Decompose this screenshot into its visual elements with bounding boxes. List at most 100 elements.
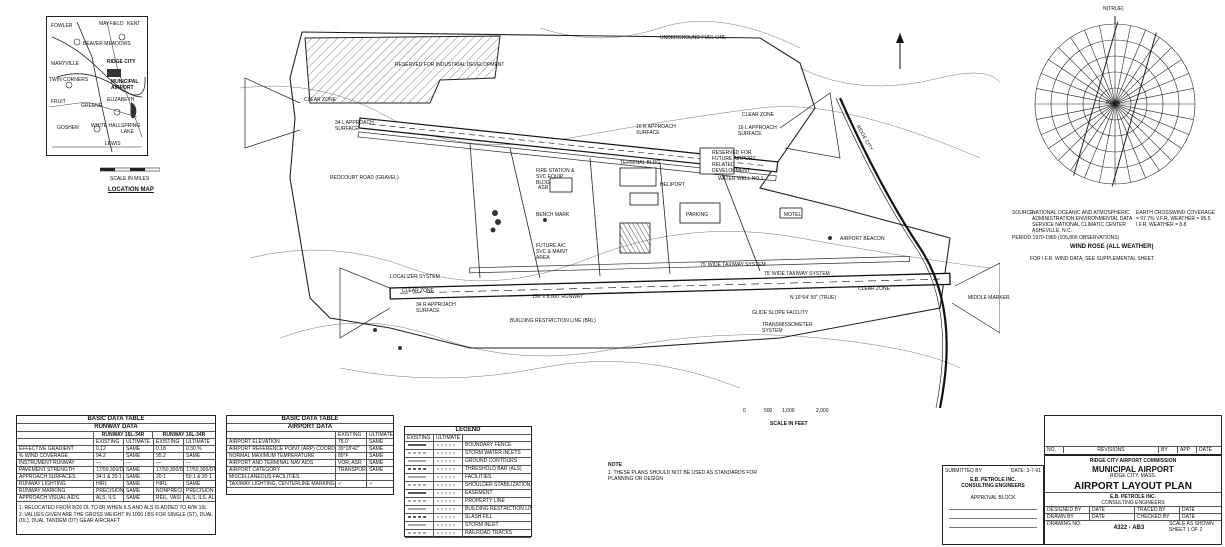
airport-cell: TAXIWAY LIGHTING, CENTERLINE MARKING AND… [229, 481, 336, 487]
runway-cell: — [154, 460, 184, 466]
airport-cell: SAME [369, 460, 384, 466]
rev-col-revisions: REVISIONS [1064, 447, 1159, 453]
airport-col-2: ULTIMATE [369, 432, 393, 438]
legend-symbol-ultimate [434, 514, 463, 521]
north-arrow-icon [896, 33, 904, 69]
approval-block-label: APPROVAL BLOCK [970, 495, 1016, 501]
legend-item-label: STORM WATER INLETS [465, 450, 521, 456]
runway-cell: SAME [124, 481, 154, 487]
label-clear-zone-se: CLEAR ZONE [858, 286, 890, 292]
runway-cell: PAVEMENT STRENGTH [17, 467, 94, 473]
runway-group-2: RUNWAY 16L-34R [162, 432, 206, 438]
title-drawing-row: DRAWING NO. 4322 - AB3 SCALE AS SHOWN SH… [1045, 521, 1221, 533]
airport-cell: SAME [369, 446, 384, 452]
legend-symbol-ultimate [434, 450, 463, 457]
runway-table-row: INSTRUMENT RUNWAY———— [17, 460, 215, 467]
legend-symbol-ultimate [434, 442, 463, 449]
designed-date-label: DATE [1090, 507, 1135, 513]
legend-item: GROUND CONTOURS [405, 458, 531, 466]
title-plan: AIRPORT LAYOUT PLAN [1045, 481, 1221, 493]
runway-cell: INSTRUMENT RUNWAY [17, 460, 94, 466]
legend-symbol-existing [405, 490, 434, 497]
traced-date-label: DATE [1182, 507, 1195, 513]
legend-item-label: BOUNDARY FENCE [465, 442, 512, 448]
legend-item-label: THRESHOLD BAR (ALS) [465, 466, 522, 472]
drawing-no: 4322 - AB3 [1113, 525, 1145, 531]
map-place-kent: KENT [127, 21, 141, 27]
note-text: 1. THESE PLANS SHOULD NOT BE USED AS STA… [608, 470, 757, 482]
airport-cell: AIRPORT CATEGORY [227, 467, 336, 473]
location-map-drawing [48, 21, 146, 153]
drawn-date-label: DATE [1090, 514, 1135, 520]
runway-col-1: EXISTING [94, 439, 124, 445]
legend-symbol-ultimate [434, 482, 463, 489]
rev-col-app: APP [1178, 447, 1197, 453]
legend-item-label: SLASH FILL [465, 514, 493, 520]
runway-cell: — [186, 460, 191, 466]
runway-cell: RUNWAY MARKING [17, 488, 94, 494]
label-future-ac: FUTURE A/C SVC & MAINT AREA [536, 243, 568, 261]
airport-cell: MISCELLANEOUS FACILITIES [227, 474, 336, 480]
legend-item: BOUNDARY FENCE [405, 442, 531, 450]
drawn-by-label: DRAWN BY [1045, 514, 1090, 520]
title-scale: SCALE AS SHOWN [1169, 521, 1214, 527]
rev-col-by: BY [1159, 447, 1178, 453]
title-block: RIDGE CITY AIRPORT COMMISSION MUNICIPAL … [1044, 455, 1222, 545]
title-drawn-row: DRAWN BY DATE CHECKED BY DATE [1045, 514, 1221, 521]
runway-col-4: ULTIMATE [186, 439, 210, 445]
title-sheet: SHEET 1 OF 2 [1169, 527, 1203, 533]
airport-cell: 39°18'42" [336, 446, 367, 452]
wind-rose-ifr-note: FOR I.F.R. WIND DATA, SEE SUPPLEMENTAL S… [1030, 256, 1154, 262]
runway-table-col-header: EXISTING ULTIMATE EXISTING ULTIMATE [17, 439, 215, 446]
property-boundary [289, 31, 951, 349]
map-place-twin-corners: TWIN CORNERS [49, 77, 89, 83]
legend-symbol-existing [405, 450, 434, 457]
airport-col-0 [227, 432, 336, 438]
wind-rose-coverage: EARTH CROSSWIND COVERAGE = 97.7% V.F.R. … [1136, 210, 1216, 228]
title-firm: E.B. PETROLE INC. [1109, 494, 1157, 500]
label-taxiway-e: 75' WIDE TAXIWAY SYSTEM [764, 271, 830, 277]
label-airport-beacon: AIRPORT BEACON [840, 236, 885, 242]
runway-cell: 0.18 [154, 446, 184, 452]
diagram-scale-tick-2: 1,000 [782, 408, 795, 414]
label-heliport: HELIPORT [660, 182, 685, 188]
runway-table-title: BASIC DATA TABLE [17, 416, 215, 424]
legend-item-label: GROUND CONTOURS [465, 458, 518, 464]
checked-by-label: CHECKED BY [1135, 514, 1180, 520]
map-place-mayfield: MAYFIELD [99, 21, 124, 27]
legend-symbol-ultimate [434, 530, 463, 537]
legend-item: THRESHOLD BAR (ALS) [405, 466, 531, 474]
runway-cell: NONPRECISION [156, 488, 184, 494]
note-label: NOTE [608, 462, 622, 468]
runway-cell: ALS, ILS [94, 495, 124, 501]
airport-data-table: BASIC DATA TABLE AIRPORT DATA EXISTING U… [226, 415, 394, 495]
airport-table-title: BASIC DATA TABLE [227, 416, 393, 424]
legend-item-label: STORM INLET [465, 522, 499, 528]
label-brl: BUILDING RESTRICTION LINE (BRL) [510, 318, 596, 324]
runway-table-row: RUNWAY MARKINGPRECISIONSAMENONPRECISIONP… [17, 488, 215, 495]
legend-symbol-existing [405, 442, 434, 449]
runway-cell: 94.2 [94, 453, 124, 459]
label-clear-zone-e: CLEAR ZONE [742, 112, 774, 118]
label-runway-main: 150' x 8,000' RUNWAY [532, 294, 584, 300]
map-place-beaver-meadows: BEAVER MEADOWS [83, 41, 131, 47]
traced-by-label: TRACED BY [1135, 507, 1180, 513]
wind-rose-title: WIND ROSE (ALL WEATHER) [1070, 244, 1154, 250]
runway-cell: 17/50,300/DT [96, 467, 124, 473]
legend-symbol-existing [405, 498, 434, 505]
label-clear-zone-sw: CLEAR ZONE [402, 288, 434, 294]
legend-symbol-existing [405, 530, 434, 537]
runway-cell: SAME [186, 453, 201, 459]
label-underground-fuel: UNDERGROUND FUEL LINE [660, 35, 727, 41]
legend-item: PROPERTY LINE [405, 498, 531, 506]
airport-layout-diagram [240, 21, 1000, 408]
label-transmissometer: TRANSMISSOMETER SYSTEM [762, 322, 813, 334]
legend-title: LEGEND [405, 427, 531, 435]
runway-cell: — [94, 460, 124, 466]
map-place-spring-lake: SPRING LAKE [121, 123, 141, 135]
